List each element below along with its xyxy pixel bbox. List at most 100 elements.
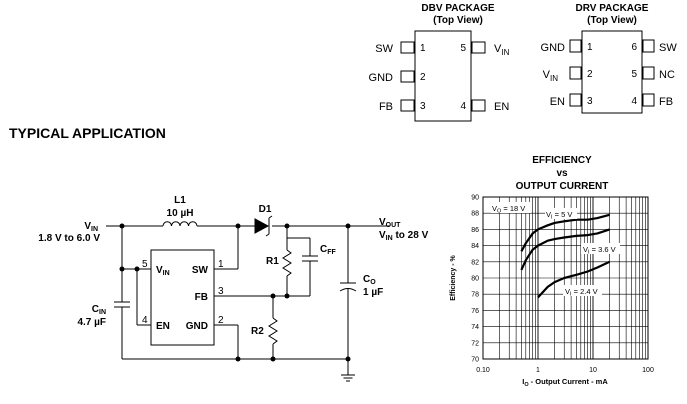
junction-dot [235, 356, 241, 362]
drv-pin-6-pad [642, 39, 655, 53]
ic-pin-sw-name: SW [192, 265, 209, 276]
chart-ytick-label: 80 [471, 276, 479, 283]
junction-dot [345, 223, 351, 229]
diode-d1 [254, 218, 270, 234]
schematic [106, 215, 390, 382]
vout-label: VOUT [379, 217, 401, 229]
junction-dot [119, 223, 125, 229]
junction-dot [284, 293, 290, 299]
drv-pin-5-name: NC [659, 69, 675, 81]
drv-subtitle: (Top View) [587, 15, 637, 26]
section-title: TYPICAL APPLICATION [9, 125, 166, 141]
chart-series-line-2 [520, 228, 610, 271]
junctions [119, 223, 351, 362]
dbv-pin-5-num: 5 [460, 43, 466, 54]
junction-dot [119, 266, 125, 272]
dbv-pin-4-num: 4 [460, 101, 466, 112]
l1-value: 10 µH [167, 208, 194, 219]
dbv-package: DBV PACKAGE (Top View) SW GND FB 1 2 3 5… [369, 3, 510, 122]
chart-xtick-label: 100 [642, 367, 654, 374]
chart-ytick-label: 70 [471, 357, 479, 364]
junction-dot [270, 293, 276, 299]
junction-dot [345, 356, 351, 362]
ic-pin-3-num: 3 [218, 286, 224, 297]
chart-title-line-3: OUTPUT CURRENT [516, 181, 609, 192]
drv-pin-3-pad [569, 93, 582, 107]
schematic-labels: VIN 1.8 V to 6.0 V L1 10 µH D1 VOUT VIN … [38, 195, 428, 337]
drv-pin-4-name: FB [659, 96, 673, 108]
dbv-body [414, 30, 472, 122]
drv-pin-3-name: EN [550, 96, 565, 108]
cin-value: 4.7 µF [77, 317, 106, 328]
drv-pin-1-pad [569, 39, 582, 53]
ic-pin-1-num: 1 [218, 259, 224, 270]
drv-pin-6-num: 6 [631, 42, 637, 53]
dbv-pin-1-num: 1 [420, 43, 426, 54]
junction-dot [235, 223, 241, 229]
junction-dot [284, 223, 290, 229]
ic-pin-en-name: EN [156, 321, 170, 332]
annotation-vo: VO = 18 V [492, 204, 525, 215]
chart-ytick-label: 88 [471, 211, 479, 218]
ic-body [150, 249, 215, 346]
chart-title-line-2: vs [556, 168, 568, 179]
ic-pin-fb-name: FB [195, 292, 208, 303]
drv-pin-5-pad [642, 66, 655, 80]
chart-xtick-label: 10 [589, 367, 597, 374]
inductor-l1 [162, 221, 198, 227]
dbv-pin-3-pad [400, 99, 415, 112]
ic-pin-vin-name: VIN [156, 265, 170, 277]
chart-ytick-label: 82 [471, 259, 479, 266]
junction-dot [270, 356, 276, 362]
co-label: CO [363, 274, 376, 286]
l1-ref: L1 [174, 195, 186, 206]
resistor-r1 [282, 249, 292, 277]
dbv-pin-1-name: SW [375, 43, 393, 55]
drv-package: DRV PACKAGE (Top View) GND VIN EN 1 2 3 … [541, 3, 677, 114]
drv-pin-2-name: VIN [543, 69, 559, 83]
chart-series-line-1 [520, 213, 610, 252]
chart-series-line-3 [537, 260, 611, 299]
annotation-bg [581, 243, 620, 254]
annotation-bg [545, 208, 577, 219]
dbv-subtitle: (Top View) [433, 15, 483, 26]
co-plate-bottom [339, 288, 357, 292]
dbv-pin-1-pad [400, 41, 415, 54]
ic-pin-gnd-name: GND [186, 321, 208, 332]
chart-ytick-label: 90 [471, 195, 479, 202]
diode-d1-schottky-tips [265, 215, 273, 237]
chart-xtick-label: 0.10 [476, 367, 490, 374]
dbv-pin-3-num: 3 [420, 101, 426, 112]
drv-pin-1-name: GND [541, 42, 566, 54]
annotation-vi-3v6: VI = 3.6 V [583, 245, 616, 256]
chart-ytick-label: 76 [471, 308, 479, 315]
drv-pin-2-num: 2 [587, 69, 593, 80]
chart-ytick-label: 72 [471, 340, 479, 347]
chart-xtick-label: 1 [536, 367, 540, 374]
ic-pin-2-num: 2 [218, 315, 224, 326]
dbv-pin-2-pad [400, 70, 415, 83]
chart-xlabel: IO - Output Current - mA [522, 377, 608, 388]
dbv-pin-4-name: EN [494, 101, 509, 113]
vin-range: 1.8 V to 6.0 V [38, 233, 100, 244]
annotation-vi-2v4: VI = 2.4 V [565, 287, 598, 298]
drv-pin-2-pad [569, 66, 582, 80]
annotation-bg [563, 285, 602, 296]
resistor-r2 [268, 317, 278, 345]
drv-body [581, 30, 643, 114]
dbv-title: DBV PACKAGE [421, 3, 494, 14]
ic-pin-4-num: 4 [142, 315, 148, 326]
chart-ytick-label: 74 [471, 324, 479, 331]
chart-ytick-label: 84 [471, 243, 479, 250]
chart-ytick-label: 86 [471, 227, 479, 234]
r1-label: R1 [266, 256, 279, 267]
drv-pin-4-pad [642, 93, 655, 107]
annotation-bg [491, 202, 531, 213]
chart-title-line-1: EFFICIENCY [532, 155, 592, 166]
vout-range: VIN to 28 V [379, 230, 429, 242]
junction-dot [134, 266, 140, 272]
dbv-pin-5-name: VIN [494, 43, 510, 57]
chart-frame [482, 196, 649, 360]
